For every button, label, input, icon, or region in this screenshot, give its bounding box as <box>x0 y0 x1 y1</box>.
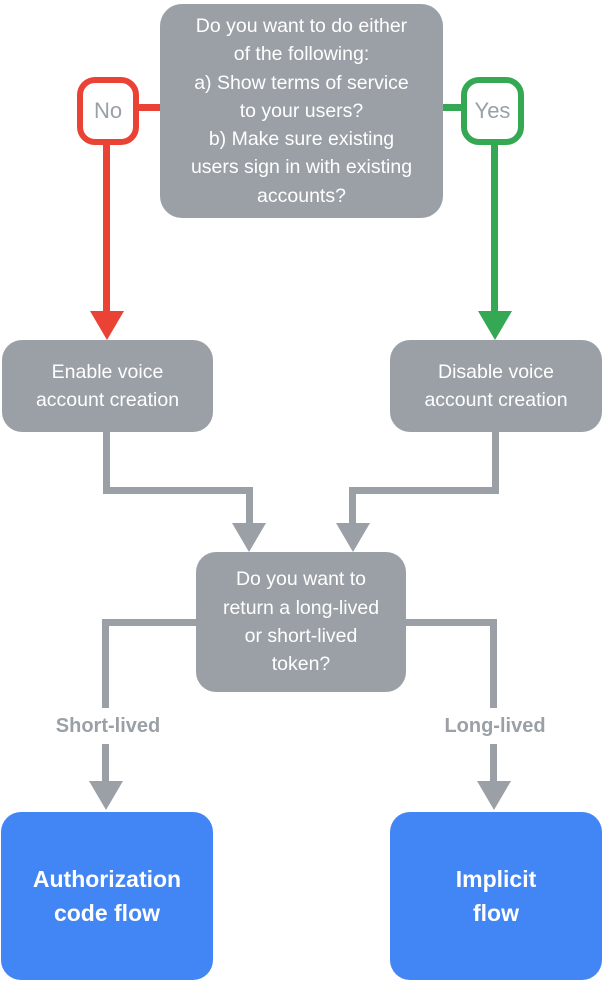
disable-voice-account-creation-node: Disable voice account creation <box>390 340 602 432</box>
no-branch-connector-horizontal <box>137 104 160 111</box>
long-lived-branch-label: Long-lived <box>410 708 580 744</box>
short-lived-connector-vertical <box>102 619 109 782</box>
short-lived-connector-horizontal <box>105 619 196 626</box>
yes-branch-connector-vertical <box>491 143 498 313</box>
enable-voice-account-creation-node: Enable voice account creation <box>2 340 213 432</box>
enable-to-token-connector-vertical-1 <box>103 432 110 494</box>
no-badge: No <box>77 77 139 145</box>
enable-to-token-arrowhead-icon <box>232 523 266 552</box>
yes-branch-connector-horizontal <box>443 104 463 111</box>
long-lived-connector-vertical <box>490 619 497 782</box>
no-branch-connector-vertical <box>103 143 110 313</box>
short-lived-arrowhead-icon <box>89 781 123 810</box>
enable-to-token-connector-vertical-2 <box>246 487 253 524</box>
long-lived-arrowhead-icon <box>477 781 511 810</box>
implicit-flow-node: Implicit flow <box>390 812 602 980</box>
yes-badge: Yes <box>461 77 524 145</box>
no-branch-arrowhead-icon <box>90 311 124 340</box>
disable-to-token-arrowhead-icon <box>336 523 370 552</box>
short-lived-branch-label: Short-lived <box>23 708 193 744</box>
yes-branch-arrowhead-icon <box>478 311 512 340</box>
enable-to-token-connector-horizontal <box>103 487 253 494</box>
long-lived-connector-horizontal <box>406 619 497 626</box>
authorization-code-flow-node: Authorization code flow <box>1 812 213 980</box>
disable-to-token-connector-vertical-2 <box>349 487 356 524</box>
disable-to-token-connector-horizontal <box>349 487 499 494</box>
disable-to-token-connector-vertical-1 <box>492 432 499 494</box>
token-question-node: Do you want to return a long-lived or sh… <box>196 552 406 692</box>
root-question-node: Do you want to do either of the followin… <box>160 4 443 218</box>
